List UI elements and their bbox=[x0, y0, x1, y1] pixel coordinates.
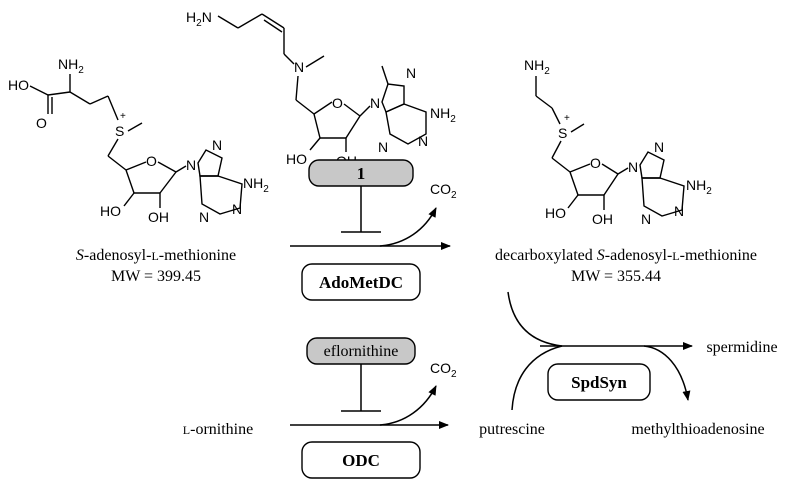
co2-arrow-1 bbox=[379, 207, 437, 247]
atom-n9-inh: N bbox=[370, 95, 380, 111]
atom-ho-dcsam: HO bbox=[545, 205, 566, 221]
sam-structure: NH2 HO O S + O HO OH N N NH2 N N bbox=[8, 56, 269, 225]
atom-n7-sam: N bbox=[212, 137, 222, 153]
atom-ho-inh: HO bbox=[286, 151, 307, 167]
enzyme-label-adometdc: AdoMetDC bbox=[319, 273, 403, 292]
enzyme-box-spdsyn bbox=[547, 363, 651, 401]
atom-n-amine-inh: N bbox=[294, 59, 304, 75]
charge-plus-sam: + bbox=[120, 111, 126, 122]
atom-n1-dcsam: N bbox=[674, 203, 684, 219]
mta-arrow bbox=[643, 345, 691, 401]
atom-n9-sam: N bbox=[186, 157, 196, 173]
atom-n3-inh: N bbox=[378, 139, 388, 155]
dcsam-input-curve bbox=[507, 291, 563, 347]
atom-o-ribose-inh: O bbox=[332, 95, 343, 111]
atom-ho-acid: HO bbox=[8, 77, 29, 93]
dcsam-mw: MW = 355.44 bbox=[571, 268, 661, 285]
atom-n1-sam: N bbox=[232, 201, 242, 217]
dcsam-name: decarboxylated S-adenosyl-L-methionine bbox=[495, 247, 757, 264]
atom-n1-inh: N bbox=[418, 133, 428, 149]
atom-nh2-dcsam: NH2 bbox=[524, 57, 550, 77]
putrescine-label: putrescine bbox=[479, 421, 545, 438]
atom-n7-dcsam: N bbox=[654, 139, 664, 155]
enzyme-label-odc: ODC bbox=[342, 451, 380, 470]
putrescine-input-curve bbox=[511, 345, 563, 411]
sam-name: S-adenosyl-L-methionine bbox=[76, 247, 236, 264]
atom-s-sam: S bbox=[115, 123, 124, 139]
co2-arrow-2 bbox=[379, 385, 437, 426]
atom-n9-dcsam: N bbox=[628, 159, 638, 175]
enzyme-box-adometdc bbox=[301, 263, 421, 301]
atom-n7-inh: N bbox=[406, 65, 416, 81]
dcsam-structure: NH2 S + O HO OH N N NH2 N N bbox=[524, 57, 712, 227]
atom-o-acid: O bbox=[36, 115, 47, 131]
atom-oh-left-sam: HO bbox=[100, 203, 121, 219]
atom-h2n-inh: H2N bbox=[186, 9, 212, 29]
sam-mw: MW = 399.45 bbox=[111, 268, 201, 285]
atom-o-ribose-sam: O bbox=[146, 153, 157, 169]
enzyme-label-spdsyn: SpdSyn bbox=[571, 373, 627, 392]
atom-nh2-adenine-dcsam: NH2 bbox=[686, 177, 712, 197]
spermidine-label: spermidine bbox=[706, 339, 777, 356]
atom-n3-sam: N bbox=[199, 209, 209, 225]
ornithine-label: L-ornithine bbox=[183, 421, 253, 438]
co2-label-2: CO2 bbox=[430, 360, 457, 380]
atom-oh-right-sam: OH bbox=[148, 209, 169, 225]
atom-nh2-adenine-inh: NH2 bbox=[430, 105, 456, 125]
eflornithine-label: eflornithine bbox=[324, 343, 399, 360]
mta-label: methylthioadenosine bbox=[631, 421, 764, 438]
atom-o-ribose-dcsam: O bbox=[590, 155, 601, 171]
co2-label-1: CO2 bbox=[430, 181, 457, 201]
charge-plus-dcsam: + bbox=[564, 113, 570, 124]
inhibitor-1-label: 1 bbox=[357, 164, 366, 183]
inhibitor-1-structure: H2N N O HO OH N N NH2 N N bbox=[186, 9, 456, 169]
atom-oh-dcsam: OH bbox=[592, 211, 613, 227]
atom-nh2-sam: NH2 bbox=[58, 56, 84, 76]
atom-n3-dcsam: N bbox=[641, 211, 651, 227]
atom-nh2-adenine-sam: NH2 bbox=[243, 175, 269, 195]
atom-s-dcsam: S bbox=[558, 125, 567, 141]
enzyme-box-odc bbox=[301, 441, 421, 479]
